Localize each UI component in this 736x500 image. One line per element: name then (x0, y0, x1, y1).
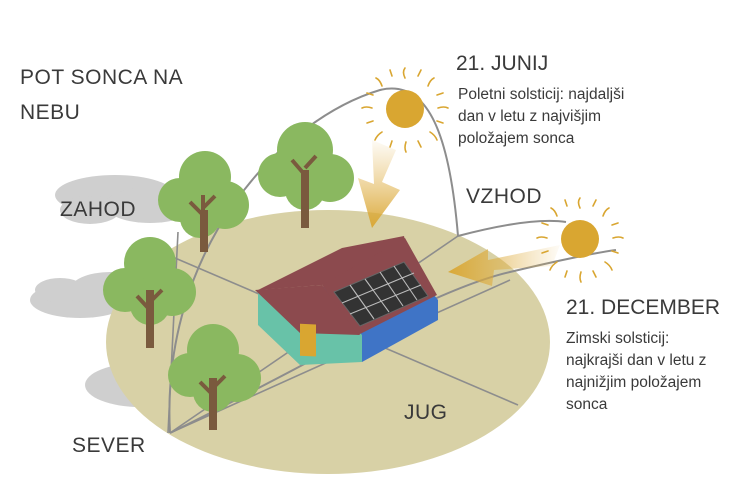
winter-description-line-2: najkrajši dan v letu z (566, 352, 707, 369)
summer-description-line-2: dan v letu z najvišjim (458, 108, 602, 125)
summer-date-label: 21. JUNIJ (456, 52, 549, 75)
winter-sun-arrow (448, 245, 560, 286)
diagram-title-line-2: NEBU (20, 101, 81, 124)
house-roof-front (255, 285, 360, 335)
summer-description: Poletni solsticij: najdaljši dan v letu … (458, 84, 688, 150)
summer-sun-icon (361, 67, 449, 153)
direction-east-label: VZHOD (466, 185, 542, 208)
tree (103, 237, 196, 348)
house-door (300, 323, 316, 357)
winter-sun-icon (536, 197, 624, 283)
diagram-title-line-1: POT SONCA NA (20, 66, 184, 89)
tree (168, 324, 261, 430)
summer-description-line-3: položajem sonca (458, 130, 575, 147)
tree (158, 151, 249, 252)
winter-sun-path-upper (457, 219, 567, 237)
winter-date-label: 21. DECEMBER (566, 296, 721, 319)
direction-west-label: ZAHOD (60, 198, 136, 221)
winter-description-line-1: Zimski solsticij: (566, 330, 670, 347)
diagram-title: POT SONCA NA NEBU (20, 60, 183, 130)
direction-south-label: JUG (404, 401, 448, 424)
summer-sun-arrow (358, 140, 400, 228)
house-roof-side (258, 236, 410, 290)
house (255, 236, 438, 365)
summer-description-line-1: Poletni solsticij: najdaljši (458, 86, 625, 103)
solar-panel (333, 261, 429, 327)
winter-description-line-4: sonca (566, 396, 608, 413)
winter-description: Zimski solsticij: najkrajši dan v letu z… (566, 328, 734, 416)
solar-panel-grid (341, 265, 422, 320)
winter-description-line-3: najnižjim položajem (566, 374, 702, 391)
direction-north-label: SEVER (72, 434, 146, 457)
tree (258, 122, 354, 228)
